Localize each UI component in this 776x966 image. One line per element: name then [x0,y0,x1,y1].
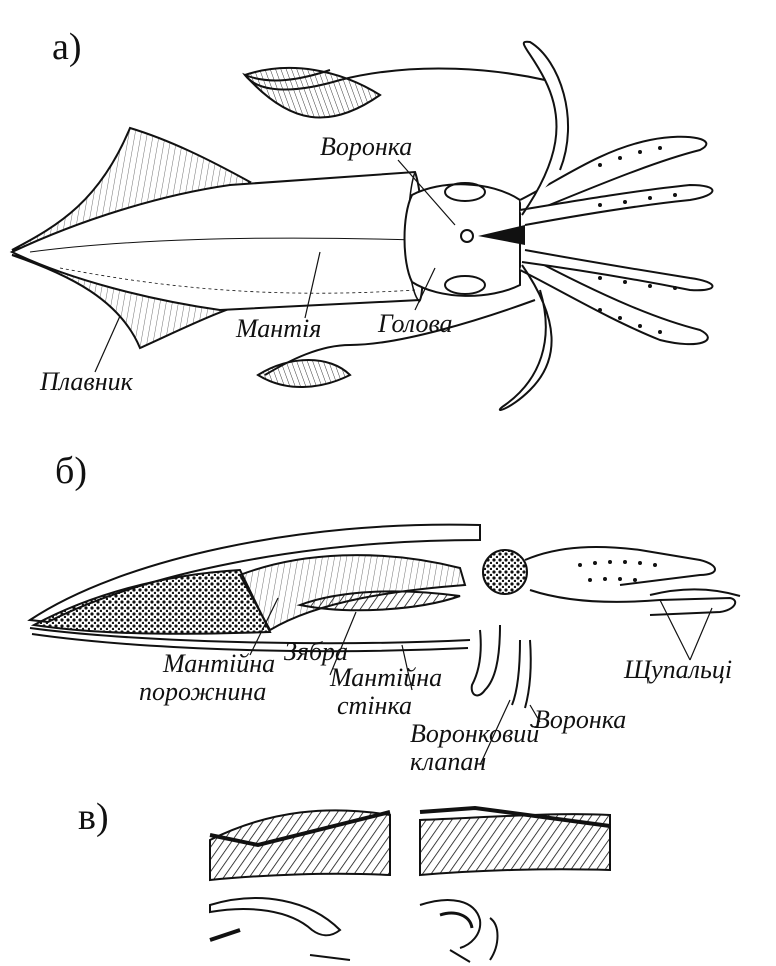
label-funnel-valve-1: Воронковий [410,720,539,747]
label-fin: Плавник [40,368,133,395]
label-mantle-wall-2: стінка [337,692,412,719]
label-mantle-cavity-2: порожнина [139,678,266,705]
label-funnel-valve-2: клапан [410,748,486,775]
label-mantle: Мантія [236,315,321,342]
squid-top-view [12,42,713,410]
panel-label-c: в) [78,798,109,836]
label-mantle-wall-1: Мантійна [330,664,442,691]
panel-label-b: б) [55,452,87,490]
squid-section-view [30,525,740,765]
label-mantle-cavity-1: Мантійна [163,650,275,677]
label-tentacles: Щупальці [624,656,732,683]
label-head: Голова [378,310,453,337]
label-funnel-a: Воронка [320,133,412,160]
label-funnel-b: Воронка [534,706,626,733]
funnel-valve-detail [210,808,610,962]
label-gill: Зябра [284,638,348,665]
panel-label-a: а) [52,28,82,66]
